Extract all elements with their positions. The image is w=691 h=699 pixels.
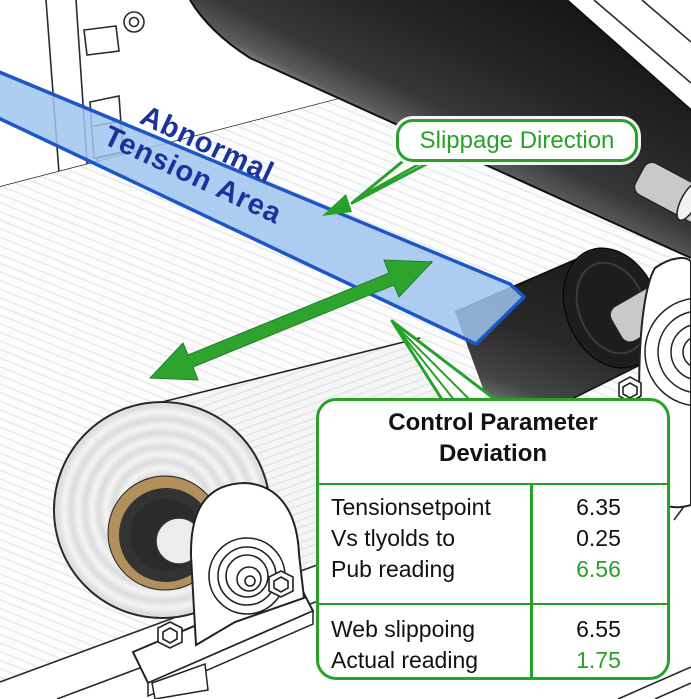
table-title-line1: Control Parameter <box>388 409 598 436</box>
table-column-divider <box>530 483 533 677</box>
row-label: Pub reading <box>331 556 456 582</box>
slippage-arrowhead <box>322 194 352 216</box>
bracket-bolt <box>618 376 642 403</box>
slippage-direction-label: Slippage Direction <box>419 126 615 154</box>
slippage-callout-tail <box>322 155 440 216</box>
row-label: Web slippoing <box>331 616 476 642</box>
table-row: Actual reading 1.75 <box>319 645 667 676</box>
row-label: Tensionsetpoint <box>331 494 491 520</box>
row-label: Actual reading <box>331 647 479 673</box>
row-value: 0.25 <box>576 525 621 551</box>
table-row: Vs tlyolds to 0.25 <box>319 523 667 554</box>
pedestal-bolt-left <box>157 621 183 649</box>
row-value-highlight: 6.56 <box>576 556 621 582</box>
slippage-direction-callout: Slippage Direction <box>396 119 638 162</box>
table-title-line2: Deviation <box>438 440 548 467</box>
table-row: Tensionsetpoint 6.35 <box>319 492 667 523</box>
top-roller-shaft <box>633 161 691 224</box>
pillow-block-bearing <box>131 481 315 699</box>
row-label: Vs tlyolds to <box>331 525 455 551</box>
row-value: 6.35 <box>576 494 621 520</box>
control-parameter-table: Control Parameter Deviation Tensionsetpo… <box>316 398 670 680</box>
row-value: 6.55 <box>576 616 621 642</box>
table-row: Web slippoing 6.55 <box>319 614 667 645</box>
table-row: Pub reading 6.56 <box>319 554 667 585</box>
table-section-actual: Web slippoing 6.55 Actual reading 1.75 <box>319 603 667 690</box>
tension-direction-double-arrow <box>148 259 434 381</box>
upper-frame-lines <box>593 0 691 84</box>
table-title: Control Parameter Deviation <box>319 401 667 483</box>
row-value-highlight: 1.75 <box>576 647 621 673</box>
table-section-setpoint: Tensionsetpoint 6.35 Vs tlyolds to 0.25 … <box>319 483 667 603</box>
pedestal-bolt-right <box>268 570 294 598</box>
